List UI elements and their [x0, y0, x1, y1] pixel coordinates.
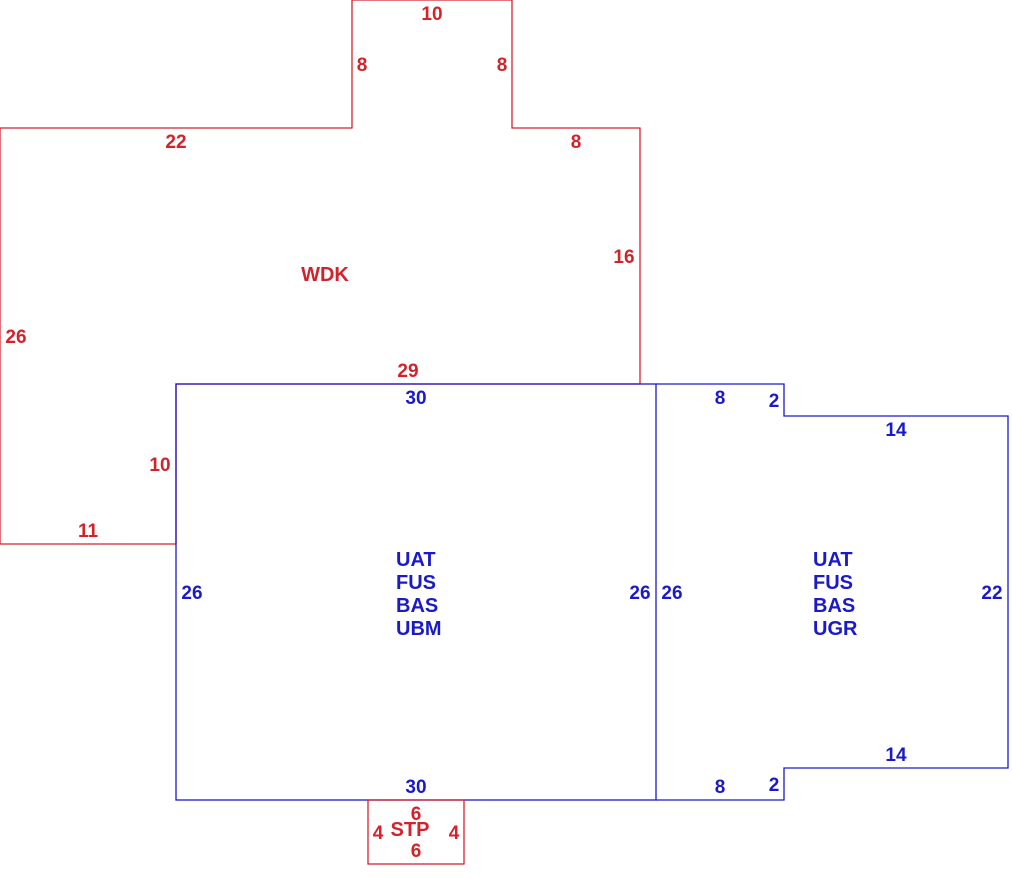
- garage-area-code: UGR: [813, 618, 858, 640]
- wdk-dim-top-left: 22: [165, 132, 186, 153]
- wdk-dim-bump-left: 8: [357, 55, 368, 76]
- main-dim-right: 26: [629, 583, 650, 604]
- garage-dim-top-step: 2: [769, 391, 780, 412]
- wdk-dim-bottom: 29: [397, 361, 418, 382]
- stp-area-code: STP: [391, 819, 430, 841]
- garage-dim-top-short: 8: [715, 388, 726, 409]
- stp-outline: [367, 799, 465, 865]
- main-area-code: UBM: [396, 618, 442, 640]
- garage-dim-bottom-short: 8: [715, 777, 726, 798]
- garage-dim-bottom-long: 14: [885, 745, 907, 766]
- main-dim-top: 30: [405, 388, 426, 409]
- main-area-code: UAT: [396, 549, 436, 571]
- wdk-dim-bottom-left: 11: [78, 521, 99, 542]
- garage-dim-top-long: 14: [885, 420, 907, 441]
- garage-outline: [656, 383, 1009, 801]
- wdk-dim-inner-left: 10: [149, 455, 170, 476]
- garage-dim-left: 26: [661, 583, 682, 604]
- garage-dim-bottom-step: 2: [769, 775, 780, 796]
- main-dim-bottom: 30: [405, 777, 426, 798]
- garage-dim-right: 22: [981, 583, 1002, 604]
- wdk-dim-left: 26: [5, 327, 26, 348]
- stp-dim-left: 4: [373, 823, 384, 844]
- main-dim-left: 26: [181, 583, 202, 604]
- garage-area-code: UAT: [813, 549, 853, 571]
- stp-dim-bottom: 6: [411, 841, 422, 862]
- wdk-dim-top-bump: 10: [421, 4, 442, 25]
- garage-area-code: BAS: [813, 595, 855, 617]
- main-area-code: BAS: [396, 595, 438, 617]
- main-area-code: FUS: [396, 572, 436, 594]
- wdk-dim-top-right: 8: [571, 132, 582, 153]
- garage-area-code: FUS: [813, 572, 853, 594]
- wdk-dim-bump-right: 8: [497, 55, 508, 76]
- stp-dim-right: 4: [449, 823, 460, 844]
- wdk-dim-right: 16: [613, 247, 634, 268]
- stp-dim-top: 6: [411, 804, 422, 825]
- wdk-area-code: WDK: [301, 264, 349, 286]
